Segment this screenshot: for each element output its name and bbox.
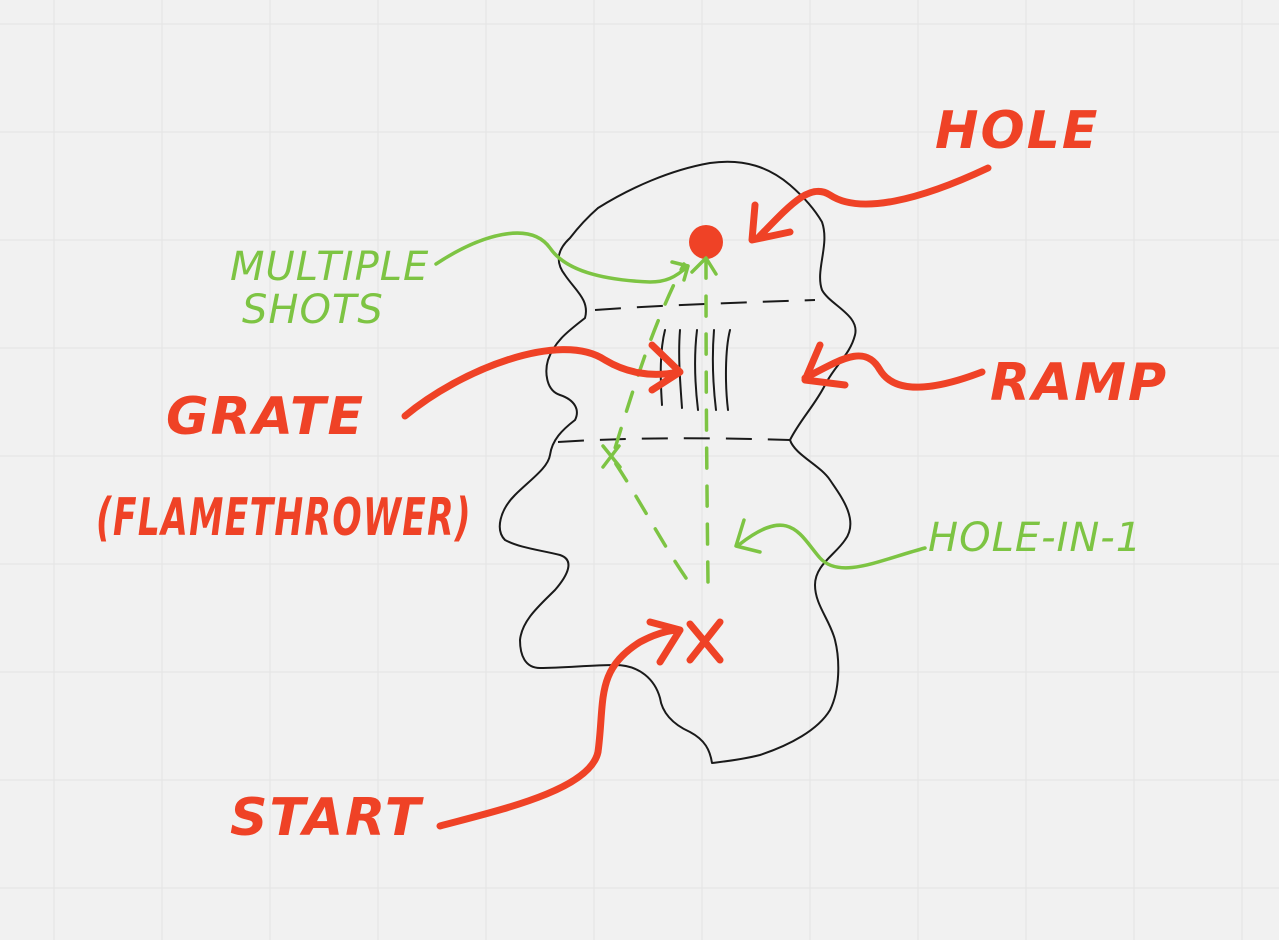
start-x-mark [686,618,724,664]
start-arrow [436,618,684,830]
multiple-shots-arrow [434,231,690,284]
ramp-top-boundary [594,299,816,311]
multiple-shots-stop-mark [601,444,622,469]
ramp-arrow [801,341,986,391]
hole-in-one-arrow [734,518,927,570]
label-multiple-shots-line1: MULTIPLE [230,244,429,290]
hole-marker [689,225,723,259]
label-hole-in-one: HOLE-IN-1 [928,515,1142,561]
label-hole: HOLE [935,101,1099,161]
label-start: START [230,788,424,848]
label-multiple-shots-line2: SHOTS [242,287,384,333]
course-outline [498,160,857,764]
multiple-shots-path [610,262,688,580]
label-grate: GRATE [166,387,365,447]
label-flamethrower: (FLAMETHROWER) [96,488,472,548]
green-arrowhead-a [690,256,718,276]
hole-in-one-path [704,260,710,584]
label-ramp: RAMP [990,353,1168,413]
ramp-bottom-boundary [557,437,791,443]
grate-arrow [401,341,684,420]
hole-arrow [748,164,992,244]
